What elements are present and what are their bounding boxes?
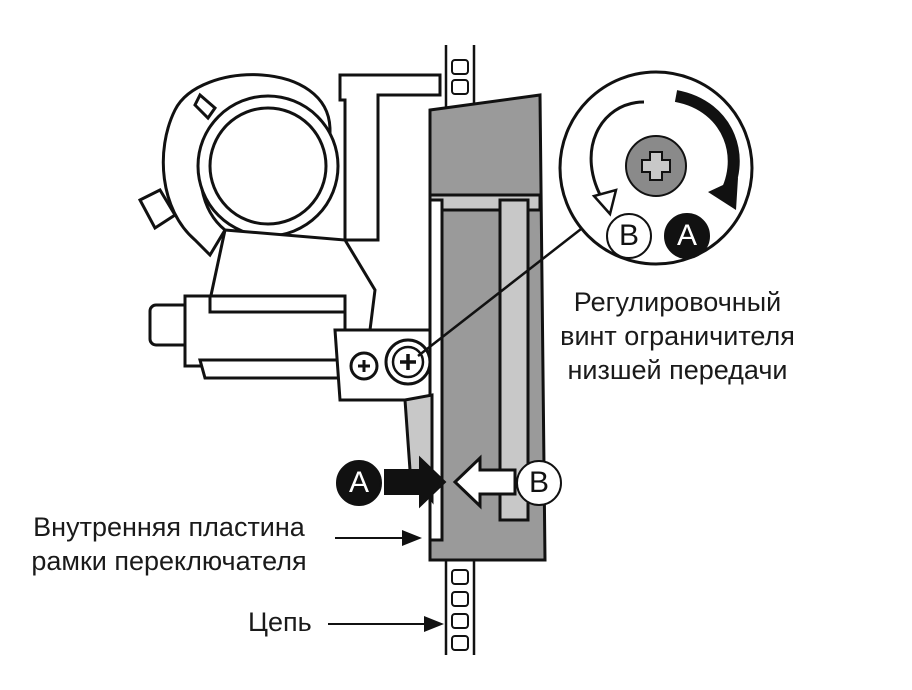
marker-b-arrow: B (516, 460, 562, 506)
callout-line (417, 221, 591, 357)
inner-plate-label: Внутренняя пластина рамки переключателя (10, 510, 328, 578)
limit-screw-label: Регулировочный винт ограничителя низшей … (520, 285, 835, 387)
limit-screw-label-line-2: винт ограничителя (560, 321, 795, 351)
marker-a-arrow: A (336, 460, 382, 506)
marker-b-inset: B (606, 213, 652, 259)
chain-label: Цепь (248, 607, 312, 637)
limit-screw-label-line-3: низшей передачи (567, 355, 788, 385)
inner-plate-label-line-1: Внутренняя пластина (33, 512, 305, 542)
arrow-b (452, 454, 517, 510)
arrow-b-rotation (589, 100, 645, 203)
marker-a-inset: A (664, 213, 710, 259)
derailleur-body (148, 73, 442, 380)
screw-inset (558, 70, 754, 266)
arrow-a (384, 455, 447, 509)
screw-bracket (333, 328, 442, 402)
inner-plate-label-line-2: рамки переключателя (31, 546, 307, 576)
derailleur-cage (403, 93, 547, 562)
derailleur-clamp (137, 73, 340, 258)
limit-screw-label-line-1: Регулировочный (573, 287, 782, 317)
